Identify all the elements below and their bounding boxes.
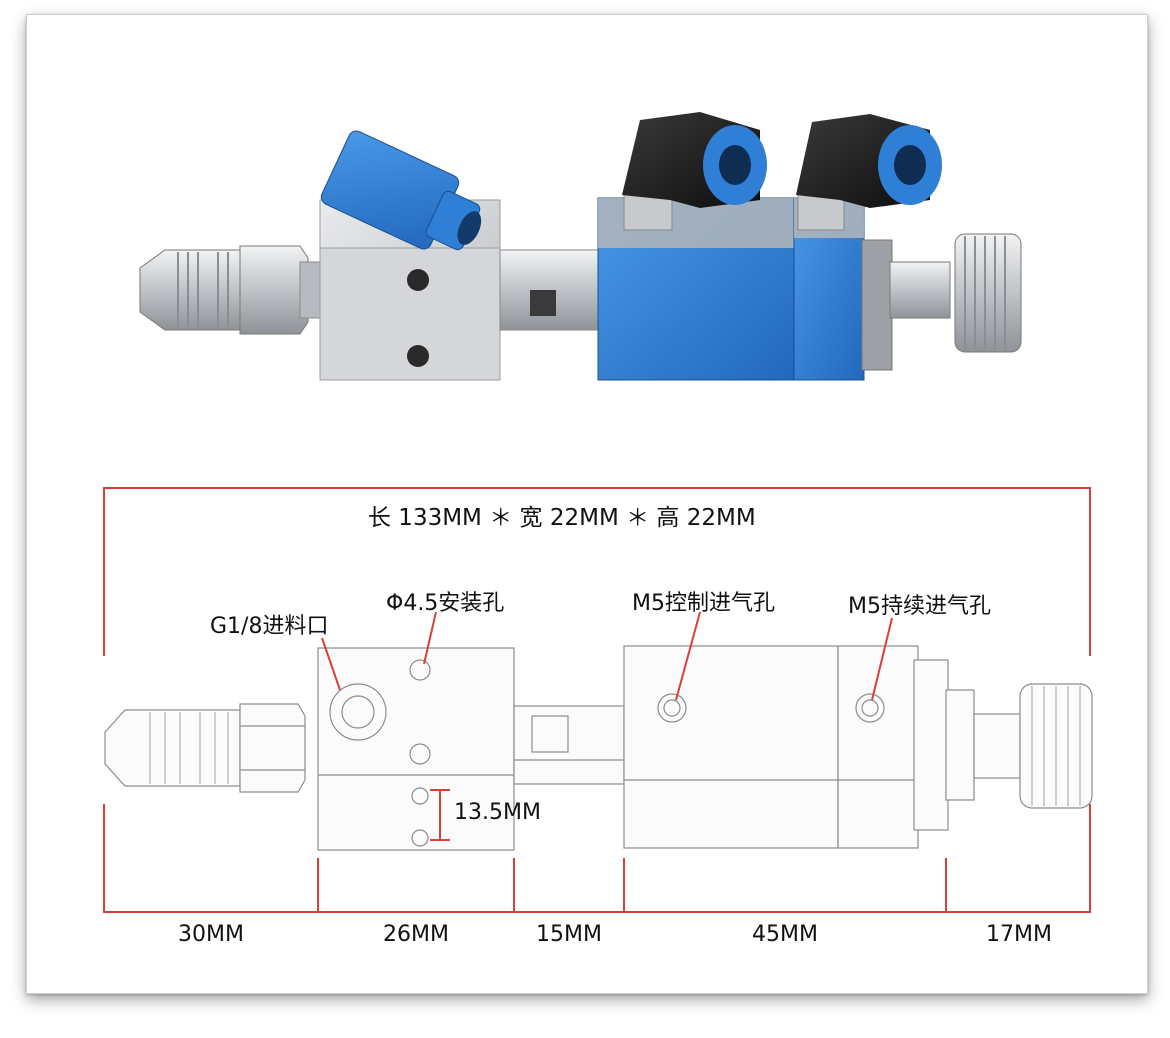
dimension-lines <box>103 487 1091 913</box>
continuous-air-callout: M5持续进气孔 <box>848 594 991 619</box>
leader-lines <box>321 611 893 701</box>
segment-label: 15MM <box>536 922 602 947</box>
segment-label: 17MM <box>986 922 1052 947</box>
mount-hole-callout: Φ4.5安装孔 <box>386 591 505 616</box>
valve-line-drawing <box>104 645 1093 851</box>
hole-spacing-label: 13.5MM <box>454 800 541 825</box>
control-air-callout: M5控制进气孔 <box>632 591 775 616</box>
inlet-callout: G1/8进料口 <box>210 614 329 639</box>
segment-label: 26MM <box>383 922 449 947</box>
segment-label: 30MM <box>178 922 244 947</box>
valve-photo <box>139 112 1022 381</box>
segment-label: 45MM <box>752 922 818 947</box>
overall-dimensions-label: 长 133MM ＊ 宽 22MM ＊ 高 22MM <box>368 505 756 531</box>
product-card <box>26 14 1148 994</box>
